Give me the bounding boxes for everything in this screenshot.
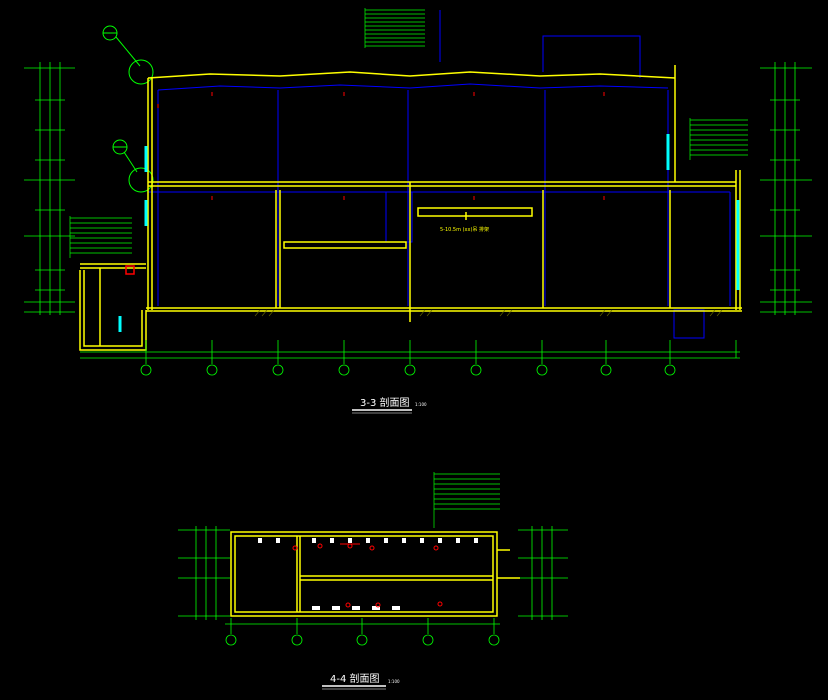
spec-note-4-4 bbox=[433, 472, 500, 528]
glazing bbox=[118, 134, 740, 332]
grid-axis-4-4 bbox=[225, 618, 500, 646]
walls-and-slabs bbox=[146, 65, 742, 322]
fixture-markers bbox=[157, 92, 605, 200]
beam-note: 5-10.5m (xx)吊 排架 bbox=[440, 226, 489, 233]
section-4-4: 4-4 剖面图 1:100 bbox=[178, 472, 568, 690]
section-3-3-title: 3-3 剖面图 bbox=[360, 396, 410, 409]
section-4-4-beams bbox=[258, 538, 478, 610]
title-3-3: 3-3 剖面图 1:100 bbox=[352, 396, 427, 414]
ground-hatch bbox=[254, 309, 723, 317]
dimension-chain-left bbox=[24, 62, 75, 315]
section-4-4-scale: 1:100 bbox=[388, 679, 400, 684]
section-4-4-title: 4-4 剖面图 bbox=[330, 672, 380, 685]
section-3-3: 5-10.5m (xx)吊 排架 3-3 剖面图 1:100 bbox=[24, 8, 812, 414]
section-4-4-markers bbox=[292, 543, 443, 608]
dimension-chain-4-4-right bbox=[518, 526, 568, 620]
structure-frame bbox=[148, 83, 731, 339]
spec-note-right bbox=[689, 118, 748, 160]
spec-note-top bbox=[364, 8, 425, 48]
dimension-chain-right bbox=[760, 62, 812, 315]
title-4-4: 4-4 剖面图 1:100 bbox=[322, 672, 400, 690]
grid-axis-3-3 bbox=[80, 340, 740, 376]
section-3-3-scale: 1:100 bbox=[415, 402, 427, 407]
section-4-4-walls bbox=[230, 531, 520, 617]
basement-pit bbox=[79, 263, 147, 351]
spec-note-left bbox=[69, 216, 132, 258]
dimension-chain-4-4-left bbox=[178, 526, 230, 620]
roof-parapet bbox=[439, 10, 641, 78]
detail-callout-left bbox=[102, 25, 154, 193]
